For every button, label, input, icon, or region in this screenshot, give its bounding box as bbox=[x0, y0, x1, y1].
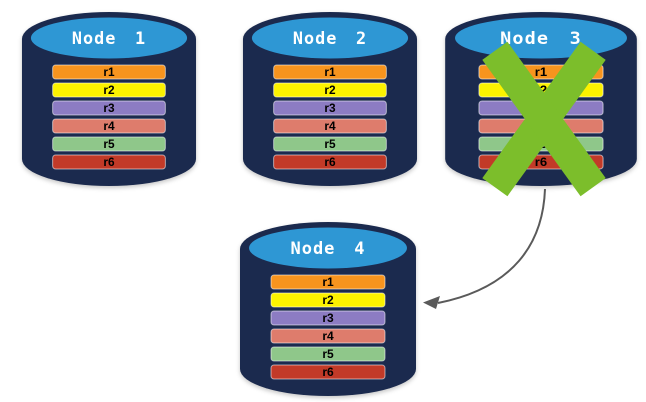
node-4-record-r1: r1 bbox=[270, 274, 386, 290]
node-1-record-r4: r4 bbox=[52, 118, 166, 134]
node-1-record-r1: r1 bbox=[52, 64, 166, 80]
node-4-record-r6: r6 bbox=[270, 364, 386, 380]
record-label: r1 bbox=[535, 65, 547, 78]
record-bar bbox=[273, 82, 387, 98]
record-bar bbox=[273, 100, 387, 116]
record-label: r3 bbox=[103, 101, 115, 115]
cylinder-top bbox=[30, 17, 188, 59]
x-mark-icon bbox=[482, 41, 606, 197]
node-2-record-r1: r1 bbox=[273, 64, 387, 80]
arrow-line bbox=[437, 188, 546, 304]
node-4-record-r2: r2 bbox=[270, 292, 386, 308]
node-2-record-r6: r6 bbox=[273, 154, 387, 170]
record-bar bbox=[52, 136, 166, 152]
node-1-title: Node 1 bbox=[72, 28, 146, 48]
record-label: r4 bbox=[103, 119, 115, 133]
record-bar bbox=[52, 118, 166, 134]
record-label: r5 bbox=[324, 137, 336, 151]
node-2-record-r3: r3 bbox=[273, 100, 387, 116]
record-bar bbox=[52, 82, 166, 98]
node-4-cylinder: Node 4 r1 r2 r3 r4 r5 r6 bbox=[240, 222, 416, 396]
record-label: r2 bbox=[324, 83, 336, 97]
node-2-cylinder: Node 2 r1 r2 r3 r4 r5 r6 bbox=[242, 12, 418, 186]
node-2-title: Node 2 bbox=[293, 28, 367, 48]
node-4-record-r4: r4 bbox=[270, 328, 386, 344]
node-4-record-r3: r3 bbox=[270, 310, 386, 326]
record-bar bbox=[273, 64, 387, 80]
record-label: r3 bbox=[324, 101, 336, 115]
record-label: r5 bbox=[103, 137, 115, 151]
node-1-record-r2: r2 bbox=[52, 82, 166, 98]
record-bar bbox=[273, 118, 387, 134]
node-1-record-r3: r3 bbox=[52, 100, 166, 116]
record-label: r2 bbox=[322, 293, 334, 307]
record-bar bbox=[273, 136, 387, 152]
cylinder-top bbox=[251, 17, 409, 59]
record-bar bbox=[270, 292, 386, 308]
record-label: r5 bbox=[322, 347, 334, 361]
node-2-record-r2: r2 bbox=[273, 82, 387, 98]
record-bar bbox=[52, 100, 166, 116]
record-label: r2 bbox=[103, 83, 115, 97]
node-2-record-r5: r5 bbox=[273, 136, 387, 152]
record-bar bbox=[270, 346, 386, 362]
node-4-title: Node 4 bbox=[290, 239, 365, 259]
record-label: r6 bbox=[103, 155, 115, 169]
record-label: r6 bbox=[535, 155, 547, 168]
record-label: r4 bbox=[324, 119, 336, 133]
record-bar bbox=[270, 328, 386, 344]
record-bar bbox=[270, 310, 386, 326]
record-bar bbox=[273, 154, 387, 170]
node-3-title: Node 3 bbox=[500, 30, 582, 49]
arrow-head-icon bbox=[423, 296, 440, 309]
record-label: r6 bbox=[324, 155, 336, 169]
node-1-record-r5: r5 bbox=[52, 136, 166, 152]
node-1-cylinder: Node 1 r1 r2 r3 r4 r5 r6 bbox=[21, 12, 197, 186]
record-bar bbox=[270, 274, 386, 290]
node-2-record-r4: r4 bbox=[273, 118, 387, 134]
record-label: r1 bbox=[324, 65, 336, 79]
record-bar bbox=[52, 154, 166, 170]
record-bar bbox=[270, 364, 386, 380]
record-label: r1 bbox=[103, 65, 115, 79]
record-label: r3 bbox=[322, 311, 334, 325]
record-label: r1 bbox=[322, 275, 334, 289]
record-label: r4 bbox=[322, 329, 334, 343]
record-bar bbox=[52, 64, 166, 80]
x-mark-stroke bbox=[482, 41, 606, 197]
node-1-record-r6: r6 bbox=[52, 154, 166, 170]
cylinder-top bbox=[249, 227, 407, 269]
node-4-record-r5: r5 bbox=[270, 346, 386, 362]
record-label: r6 bbox=[322, 365, 334, 379]
